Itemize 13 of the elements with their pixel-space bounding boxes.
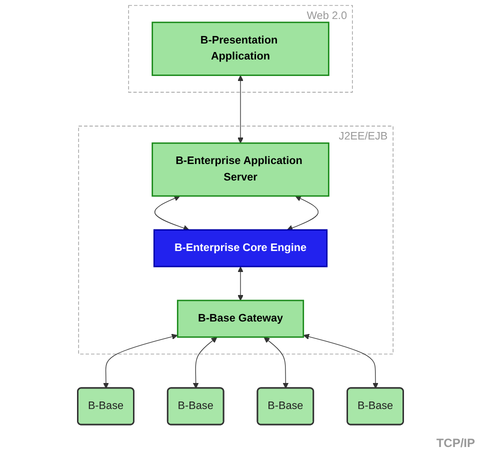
arrow <box>303 334 378 389</box>
arrow <box>238 266 244 301</box>
arrow <box>286 196 319 231</box>
arrow <box>238 75 244 144</box>
arrow <box>154 196 190 231</box>
arrow <box>192 336 218 389</box>
node-box: B-Presentation Application <box>152 22 330 76</box>
node-box: B-Enterprise Application Server <box>152 142 330 197</box>
node-box: B-Base Gateway <box>176 300 304 338</box>
network-label: TCP/IP <box>436 436 475 450</box>
node-box: B-Enterprise Core Engine <box>153 229 328 268</box>
arrow <box>102 334 178 389</box>
arrow <box>264 336 289 389</box>
